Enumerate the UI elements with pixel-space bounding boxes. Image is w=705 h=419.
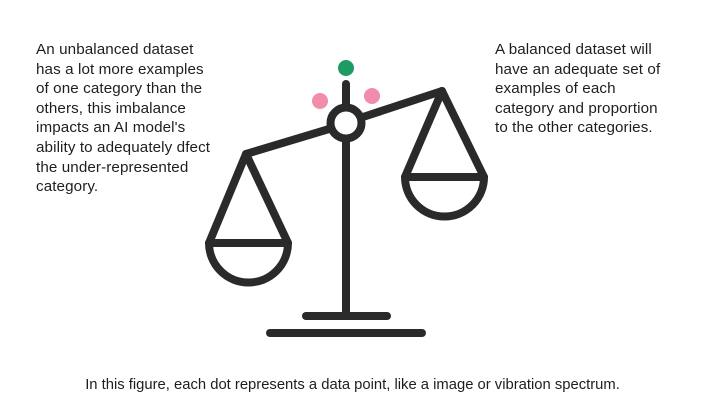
text-line: the under-represented [36, 158, 189, 176]
text-line: of one category than the [36, 80, 203, 98]
text-line: ability to adequately dfect [36, 138, 211, 156]
unbalanced-dataset-description: An unbalanced dataset has a lot more exa… [36, 40, 210, 197]
pink-data-dot-icon [364, 88, 380, 104]
text-line: An unbalanced dataset [36, 41, 194, 58]
green-data-dot-icon [338, 60, 354, 76]
left-pan-string-icon [242, 150, 292, 247]
left-pan-string-icon [205, 150, 250, 247]
left-pan-bowl-icon [205, 239, 292, 287]
text-line: category. [36, 178, 99, 196]
text-line: category and proportion [495, 99, 658, 117]
scale-beam-right-icon [359, 87, 446, 121]
balanced-dataset-description: A balanced dataset will have an adequate… [495, 40, 660, 138]
pink-data-dot-icon [312, 93, 328, 109]
text-line: to the other categories. [495, 119, 653, 137]
text-line: has a lot more examples [36, 60, 204, 78]
right-pan-string-icon [438, 87, 488, 181]
text-line: A balanced dataset will [495, 41, 652, 58]
text-line: examples of each [495, 80, 616, 98]
scale-beam-left-icon [242, 125, 333, 158]
text-line: impacts an AI model's [36, 119, 186, 137]
right-pan-bowl-icon [401, 173, 488, 221]
right-pan-string-icon [401, 87, 446, 181]
text-line: have an adequate set of [495, 60, 661, 78]
scale-pivot-icon [326, 103, 366, 143]
figure-caption: In this figure, each dot represents a da… [85, 377, 620, 393]
text-line: others, this imbalance [36, 99, 186, 117]
